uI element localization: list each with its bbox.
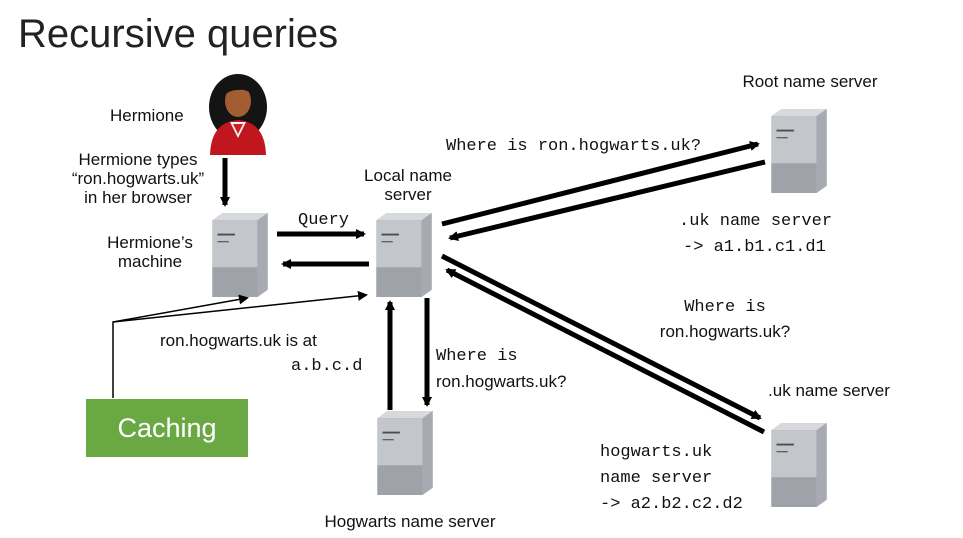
- uk-query-line-2: ron.hogwarts.uk?: [659, 322, 791, 341]
- uk-reply-line-2: name server: [600, 469, 713, 488]
- root-reply-line-2: -> a1.b1.c1.d1: [683, 238, 826, 257]
- arrow-from-uk: [445, 267, 766, 435]
- arrow-to-uk: [440, 253, 762, 421]
- slide-title: Recursive queries: [18, 12, 339, 56]
- hogwarts-query-line-1: Where is: [436, 347, 518, 366]
- root-server-label: Root name server: [742, 72, 878, 91]
- uk-query-line-1: Where is: [684, 298, 766, 317]
- uk-reply-line-1: hogwarts.uk: [600, 443, 713, 462]
- local-server-label-1: Local name: [364, 166, 452, 185]
- caching-link-local: [112, 290, 368, 323]
- types-line-3: in her browser: [84, 188, 192, 207]
- uk-reply-line-3: -> a2.b2.c2.d2: [600, 495, 743, 514]
- person-icon: [209, 74, 267, 155]
- server-icon: [211, 212, 269, 298]
- server-icon: [376, 410, 434, 496]
- arrow-to-root: [441, 141, 760, 227]
- server-icon: [770, 422, 828, 508]
- root-query-label: Where is ron.hogwarts.uk?: [446, 137, 702, 156]
- query-label: Query: [298, 211, 350, 230]
- root-reply-line-1: .uk name server: [679, 212, 833, 231]
- local-server-label-2: server: [384, 185, 432, 204]
- machine-label-2: machine: [117, 252, 183, 271]
- machine-label-1: Hermione’s: [107, 233, 193, 252]
- answer-address: a.b.c.d: [291, 357, 363, 376]
- arrow-from-root: [448, 159, 766, 241]
- types-line-2: “ron.hogwarts.uk”: [71, 169, 205, 188]
- hermione-label: Hermione: [110, 106, 184, 125]
- answer-host-text: ron.hogwarts.uk is at: [160, 331, 317, 350]
- hogwarts-query-line-2: ron.hogwarts.uk?: [436, 372, 567, 391]
- server-icon: [770, 108, 828, 194]
- uk-server-label: .uk name server: [768, 381, 890, 400]
- types-line-1: Hermione types: [78, 150, 198, 169]
- hogwarts-server-label: Hogwarts name server: [324, 512, 496, 531]
- server-icon: [375, 212, 433, 298]
- caching-box: Caching: [86, 399, 248, 457]
